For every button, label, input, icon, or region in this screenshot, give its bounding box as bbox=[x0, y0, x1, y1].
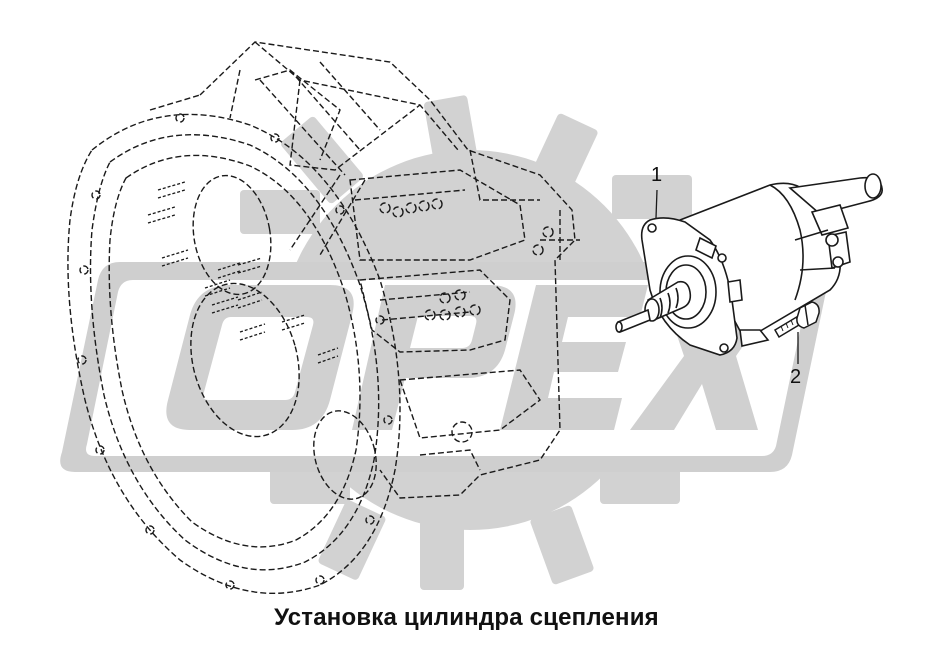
clutch-cylinder bbox=[615, 173, 883, 356]
leader-lines bbox=[655, 189, 799, 364]
housing-studs bbox=[147, 181, 339, 364]
bolt-part bbox=[773, 301, 820, 339]
callout-number-1: 1 bbox=[651, 164, 663, 186]
diagram-caption: Установка цилиндра сцепления bbox=[274, 604, 659, 631]
gearbox-housing bbox=[67, 41, 580, 594]
leader-line-1 bbox=[655, 189, 658, 219]
bell-housing-flange bbox=[67, 113, 401, 594]
callout-number-2: 2 bbox=[790, 366, 802, 388]
